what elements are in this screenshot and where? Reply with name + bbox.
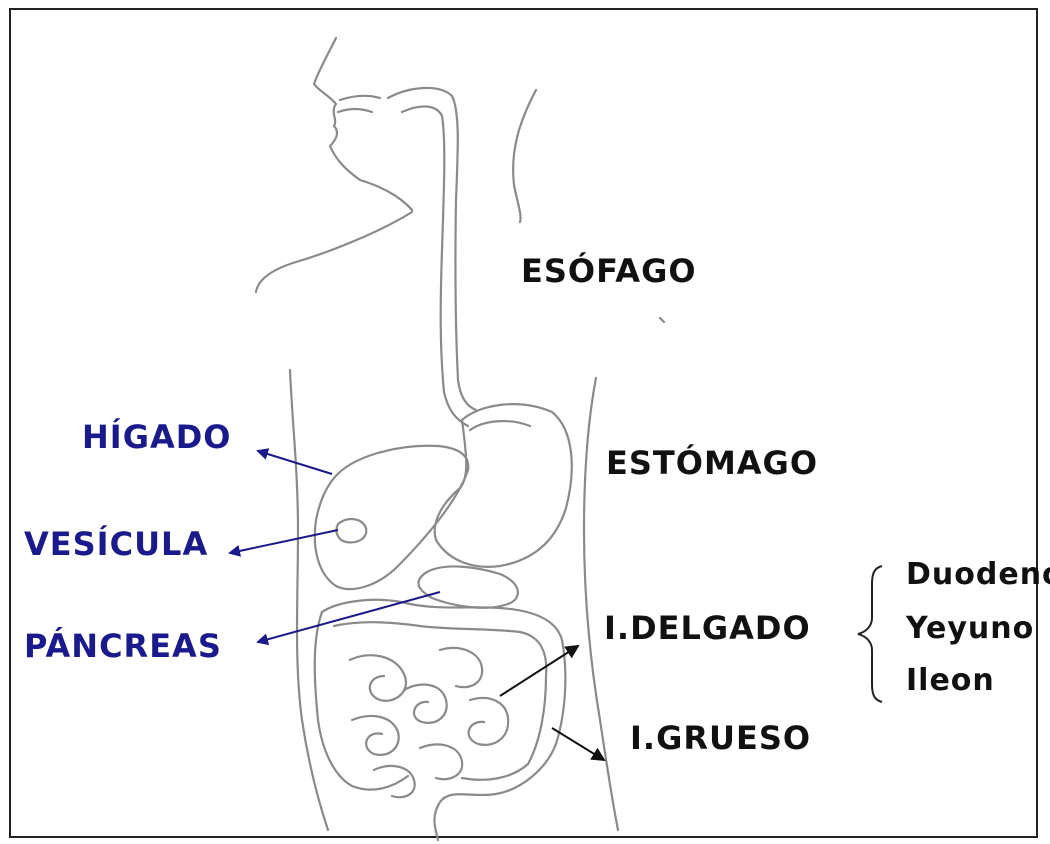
label-ileon: Ileon xyxy=(906,663,995,698)
arrow-vesicula xyxy=(228,529,339,557)
torso-right xyxy=(582,376,620,832)
label-grueso: I.GRUESO xyxy=(630,719,812,757)
arrow-grueso xyxy=(551,727,606,762)
pancreas xyxy=(417,565,519,609)
liver xyxy=(313,444,470,591)
arrow-pancreas xyxy=(256,591,441,646)
brace xyxy=(857,565,883,703)
torso-left xyxy=(288,368,330,832)
stomach xyxy=(433,403,573,568)
mouth-detail xyxy=(336,94,382,114)
face-profile xyxy=(312,36,414,212)
arrow-higado xyxy=(256,448,333,475)
large-intestine xyxy=(320,598,567,842)
shoulder-left xyxy=(254,210,414,294)
label-pancreas: PÁNCREAS xyxy=(24,627,222,665)
label-vesicula: VESÍCULA xyxy=(24,525,209,563)
neck-back xyxy=(512,88,538,224)
label-higado: HÍGADO xyxy=(82,418,232,456)
label-delgado: I.DELGADO xyxy=(604,609,811,647)
arrow-delgado xyxy=(499,644,580,697)
gallbladder xyxy=(335,518,368,544)
label-esofago: ESÓFAGO xyxy=(521,252,697,290)
label-duodeno: Duodeno xyxy=(906,557,1050,592)
label-yeyuno: Yeyuno xyxy=(906,611,1035,646)
label-estomago: ESTÓMAGO xyxy=(606,444,819,482)
small-intestine xyxy=(348,654,407,702)
diagram-frame xyxy=(9,8,1038,838)
esophagus xyxy=(386,86,478,412)
